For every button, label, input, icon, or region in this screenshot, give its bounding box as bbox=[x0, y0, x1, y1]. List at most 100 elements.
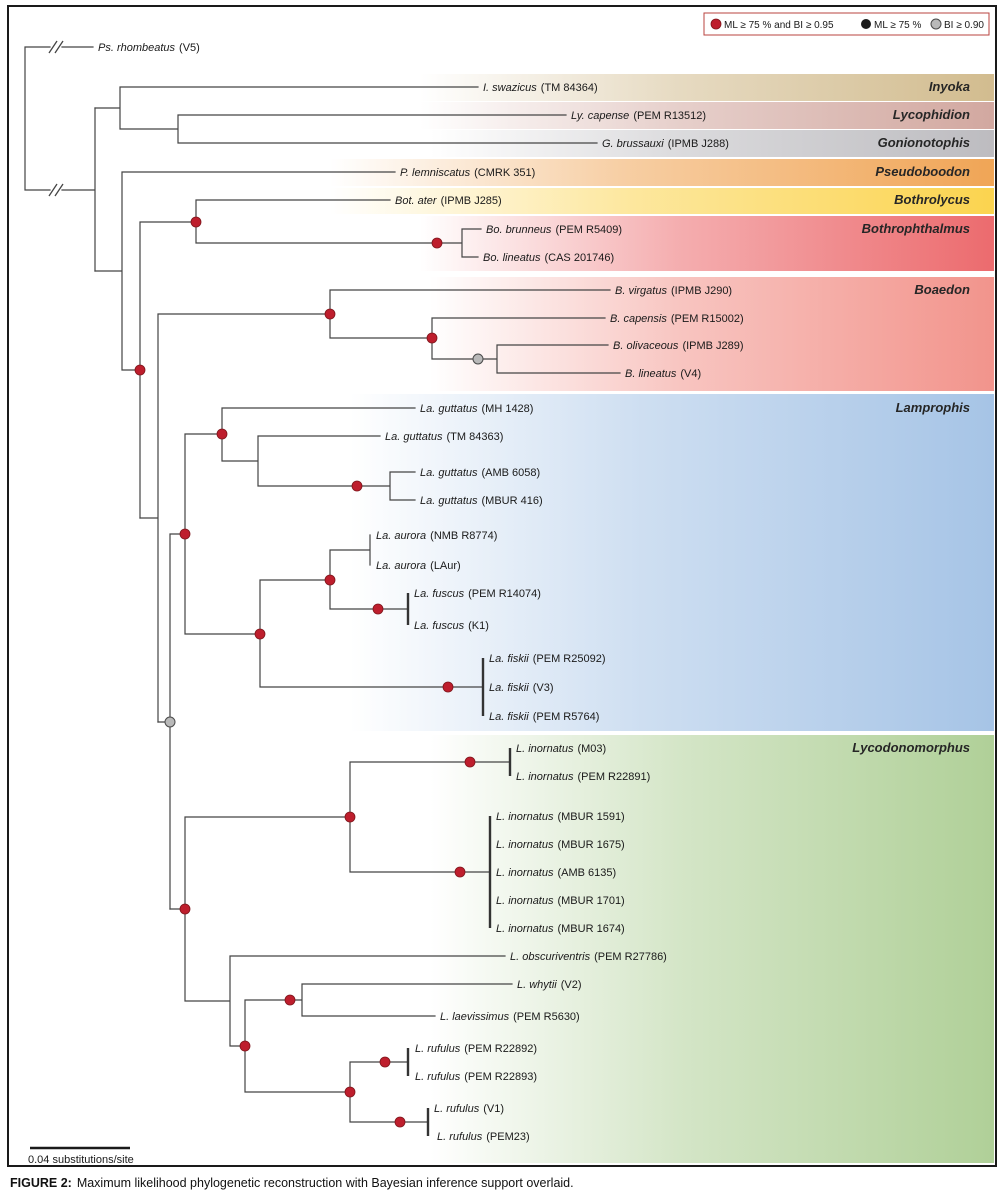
legend-red-dot-icon bbox=[710, 18, 722, 30]
tip-species-name: L. inornatus bbox=[516, 771, 574, 783]
tip-label: B. virgatus(IPMB J290) bbox=[615, 285, 732, 297]
genus-band-lycodonomorphus bbox=[430, 735, 994, 1163]
node-support-red-dot bbox=[190, 216, 202, 228]
genus-label-lycophidion: Lycophidion bbox=[893, 107, 970, 122]
tip-species-name: La. aurora bbox=[376, 560, 426, 572]
genus-label-bothrolycus: Bothrolycus bbox=[894, 192, 970, 207]
tip-voucher: (M03) bbox=[577, 743, 606, 755]
tip-species-name: L. laevissimus bbox=[440, 1011, 510, 1023]
tip-species-name: L. obscuriventris bbox=[510, 951, 591, 963]
tip-species-name: Bo. brunneus bbox=[486, 224, 552, 236]
tip-voucher: (MBUR 1701) bbox=[557, 895, 624, 907]
tip-voucher: (MBUR 1675) bbox=[557, 839, 624, 851]
tip-label: L. rufulus(PEM R22892) bbox=[415, 1043, 537, 1055]
tip-voucher: (K1) bbox=[468, 620, 489, 632]
tip-voucher: (V4) bbox=[680, 368, 701, 380]
tip-voucher: (LAur) bbox=[430, 560, 461, 572]
node-support-red-dot bbox=[344, 811, 356, 823]
branch-break-marks bbox=[48, 40, 64, 197]
tip-voucher: (MBUR 416) bbox=[482, 495, 543, 507]
tip-label: P. lemniscatus(CMRK 351) bbox=[400, 167, 535, 179]
tip-voucher: (MBUR 1591) bbox=[557, 811, 624, 823]
figure-border bbox=[7, 5, 997, 1167]
genus-band-bothrophthalmus bbox=[420, 216, 994, 271]
tip-label: Bo. lineatus(CAS 201746) bbox=[483, 252, 614, 264]
tip-label: La. fuscus(PEM R14074) bbox=[414, 588, 541, 600]
tip-species-name: Bo. lineatus bbox=[483, 252, 541, 264]
tip-species-name: La. fuscus bbox=[414, 620, 465, 632]
node-support-red-dot bbox=[324, 308, 336, 320]
node-support-red-dots bbox=[134, 216, 476, 1128]
tip-species-name: P. lemniscatus bbox=[400, 167, 471, 179]
legend-gray-dot-icon bbox=[930, 18, 942, 30]
tip-species-name: L. rufulus bbox=[437, 1131, 483, 1143]
figure-caption-text: Maximum likelihood phylogenetic reconstr… bbox=[76, 1176, 574, 1190]
tip-label: L. inornatus(MBUR 1591) bbox=[496, 811, 625, 823]
node-support-gray-dot bbox=[472, 353, 484, 365]
node-support-red-dot bbox=[431, 237, 443, 249]
tip-species-name: B. lineatus bbox=[625, 368, 677, 380]
tip-label: L. inornatus(AMB 6135) bbox=[496, 867, 616, 879]
node-support-red-dot bbox=[464, 756, 476, 768]
tip-label: La. guttatus (MH 1428) bbox=[420, 403, 533, 415]
node-support-red-dot bbox=[351, 480, 363, 492]
genus-label-inyoka: Inyoka bbox=[929, 79, 970, 94]
node-support-red-dot bbox=[179, 528, 191, 540]
tip-label: B. capensis(PEM R15002) bbox=[610, 313, 744, 325]
tip-voucher: (MH 1428) bbox=[482, 403, 534, 415]
genus-label-pseudoboodon: Pseudoboodon bbox=[875, 164, 970, 179]
tip-species-name: La. fuscus bbox=[414, 588, 465, 600]
tip-label: L. whytii(V2) bbox=[517, 979, 582, 991]
tip-label: L. rufulus(PEM23) bbox=[437, 1131, 530, 1143]
scale-bar-label: 0.04 substitutions/site bbox=[28, 1154, 134, 1166]
tip-label: I. swazicus(TM 84364) bbox=[483, 82, 598, 94]
tip-species-name: G. brussauxi bbox=[602, 138, 664, 150]
tip-label: L. laevissimus(PEM R5630) bbox=[440, 1011, 580, 1023]
tip-label: L. inornatus(M03) bbox=[516, 743, 606, 755]
tip-label: L. inornatus(PEM R22891) bbox=[516, 771, 650, 783]
tip-voucher: (PEM R22893) bbox=[464, 1071, 537, 1083]
tip-species-name: La. guttatus bbox=[420, 467, 478, 479]
tip-species-name: Bot. ater bbox=[395, 195, 438, 207]
node-support-red-dot bbox=[379, 1056, 391, 1068]
tip-species-name: B. virgatus bbox=[615, 285, 667, 297]
genus-label-gonionotophis: Gonionotophis bbox=[878, 135, 970, 150]
tip-label: L. inornatus(MBUR 1674) bbox=[496, 923, 625, 935]
tip-label: B. olivaceous(IPMB J289) bbox=[613, 340, 744, 352]
tip-voucher: (IPMB J285) bbox=[441, 195, 502, 207]
tip-voucher: (PEM R22891) bbox=[577, 771, 650, 783]
tree-branches bbox=[24, 46, 621, 1123]
tip-species-name: L. inornatus bbox=[496, 811, 554, 823]
tip-voucher: (V2) bbox=[561, 979, 582, 991]
tip-species-name: L. inornatus bbox=[496, 839, 554, 851]
tip-voucher: (IPMB J288) bbox=[668, 138, 729, 150]
tip-species-name: La. guttatus bbox=[420, 403, 478, 415]
genus-band-lamprophis bbox=[350, 394, 994, 731]
genus-label-lycodonomorphus: Lycodonomorphus bbox=[852, 740, 970, 755]
figure-caption: FIGURE 2: Maximum likelihood phylogenetic… bbox=[10, 1176, 996, 1190]
tip-voucher: (TM 84364) bbox=[541, 82, 598, 94]
tip-species-name: La. fiskii bbox=[489, 711, 529, 723]
tip-voucher: (PEM R5630) bbox=[513, 1011, 580, 1023]
tip-species-name: La. fiskii bbox=[489, 653, 529, 665]
genus-band-bothrolycus bbox=[330, 188, 994, 214]
node-support-red-dot bbox=[442, 681, 454, 693]
branches-root-outgroup bbox=[24, 46, 96, 272]
tip-voucher: (PEM R25092) bbox=[533, 653, 606, 665]
tip-species-name: L. rufulus bbox=[415, 1071, 461, 1083]
scale-bar-group: 0.04 substitutions/site bbox=[28, 1146, 134, 1166]
tip-label: L. inornatus(MBUR 1701) bbox=[496, 895, 625, 907]
node-support-red-dot bbox=[394, 1116, 406, 1128]
break-mark-ingroup bbox=[48, 183, 64, 197]
tip-voucher: (V3) bbox=[533, 682, 554, 694]
node-support-red-dot bbox=[179, 903, 191, 915]
tip-species-name: B. capensis bbox=[610, 313, 667, 325]
genus-label-boaedon: Boaedon bbox=[914, 282, 970, 297]
figure-caption-prefix: FIGURE 2: bbox=[10, 1176, 72, 1190]
tip-voucher: (PEM R27786) bbox=[594, 951, 667, 963]
tip-voucher: (PEM R22892) bbox=[464, 1043, 537, 1055]
tip-label: La. guttatus(AMB 6058) bbox=[420, 467, 540, 479]
tip-label: La. fiskii(PEM R5764) bbox=[489, 711, 599, 723]
tip-label: G. brussauxi (IPMB J288) bbox=[602, 138, 729, 150]
tip-voucher: (PEM R5409) bbox=[555, 224, 622, 236]
